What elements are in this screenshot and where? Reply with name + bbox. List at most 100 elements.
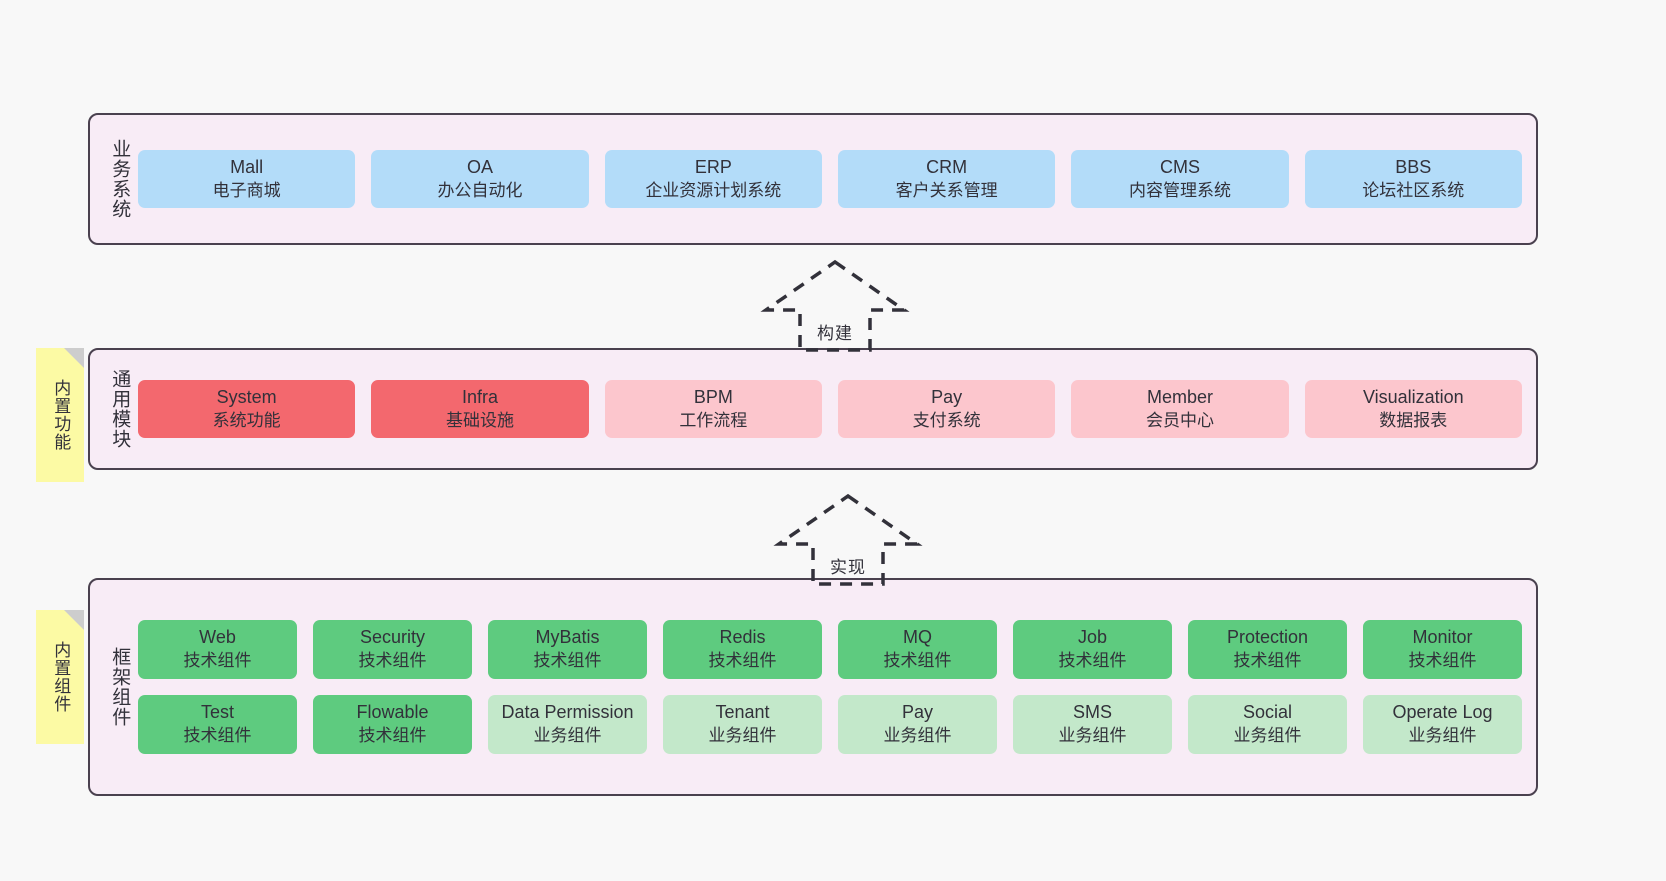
node-subtitle: 技术组件	[183, 725, 252, 745]
node-tenant[interactable]: Tenant 业务组件	[663, 695, 822, 754]
note-builtin-components: 内置组件	[36, 610, 84, 744]
layer-business-systems[interactable]: 业务系统 Mall 电子商城 OA 办公自动化 ERP 企业资源计划系统 CRM…	[88, 113, 1538, 245]
node-member[interactable]: Member 会员中心	[1071, 379, 1289, 439]
node-erp[interactable]: ERP 企业资源计划系统	[604, 149, 822, 209]
node-title: Flowable	[356, 702, 429, 722]
node-infra[interactable]: Infra 基础设施	[371, 379, 589, 439]
node-subtitle: 基础设施	[445, 410, 514, 430]
node-operate-log[interactable]: Operate Log 业务组件	[1363, 695, 1522, 754]
connector-implement: 实现	[773, 492, 923, 588]
node-title: Member	[1146, 386, 1213, 407]
node-data-permission[interactable]: Data Permission 业务组件	[488, 695, 647, 754]
node-oa[interactable]: OA 办公自动化	[371, 149, 589, 209]
node-subtitle: 业务组件	[883, 725, 952, 745]
layer-title-business-systems: 业务系统	[109, 139, 131, 219]
node-mall[interactable]: Mall 电子商城	[138, 149, 356, 209]
node-subtitle: 内容管理系统	[1128, 180, 1231, 200]
node-row: System 系统功能 Infra 基础设施 BPM 工作流程 Pay 支付系统…	[138, 379, 1522, 439]
node-bbs[interactable]: BBS 论坛社区系统	[1304, 149, 1522, 209]
node-row-tech: Web 技术组件 Security 技术组件 MyBatis 技术组件 Redi…	[138, 620, 1522, 679]
node-pay-component[interactable]: Pay 业务组件	[838, 695, 997, 754]
open-arrow-up-icon	[773, 493, 923, 586]
note-fold-icon	[64, 348, 84, 368]
node-social[interactable]: Social 业务组件	[1188, 695, 1347, 754]
node-title: System	[216, 386, 277, 407]
connector-label: 实现	[830, 558, 866, 577]
note-builtin-features: 内置功能	[36, 348, 84, 482]
node-subtitle: 数据报表	[1379, 410, 1448, 430]
node-subtitle: 电子商城	[212, 180, 281, 200]
node-subtitle: 办公自动化	[437, 180, 523, 200]
node-title: CMS	[1159, 156, 1200, 177]
layer-title-common-modules: 通用模块	[109, 369, 131, 449]
node-pay-module[interactable]: Pay 支付系统	[837, 379, 1056, 439]
node-subtitle: 技术组件	[883, 651, 952, 671]
open-arrow-up-icon	[760, 259, 910, 352]
node-title: Pay	[901, 702, 934, 722]
node-mybatis[interactable]: MyBatis 技术组件	[488, 620, 647, 679]
node-mq[interactable]: MQ 技术组件	[838, 620, 997, 679]
node-subtitle: 企业资源计划系统	[645, 180, 782, 200]
node-subtitle: 工作流程	[679, 410, 748, 430]
node-security[interactable]: Security 技术组件	[313, 620, 472, 679]
layer-framework-components[interactable]: 框架组件 Web 技术组件 Security 技术组件 MyBatis 技术组件…	[88, 578, 1538, 796]
node-subtitle: 技术组件	[1233, 651, 1302, 671]
node-visualization[interactable]: Visualization 数据报表	[1304, 379, 1522, 439]
note-fold-icon	[64, 610, 84, 630]
node-title: Pay	[931, 386, 963, 407]
node-title: Mall	[230, 156, 264, 177]
node-cms[interactable]: CMS 内容管理系统	[1071, 149, 1289, 209]
node-flowable[interactable]: Flowable 技术组件	[313, 695, 472, 754]
layer-common-modules[interactable]: 通用模块 System 系统功能 Infra 基础设施 BPM 工作流程 Pay…	[88, 348, 1538, 470]
node-title: MyBatis	[535, 627, 600, 648]
node-monitor[interactable]: Monitor 技术组件	[1363, 620, 1522, 679]
node-title: BPM	[693, 386, 733, 407]
layer-body-common-modules: System 系统功能 Infra 基础设施 BPM 工作流程 Pay 支付系统…	[136, 358, 1524, 460]
node-title: BBS	[1395, 156, 1432, 177]
node-system[interactable]: System 系统功能	[138, 379, 356, 439]
connector-build: 构建	[760, 258, 910, 354]
node-bpm[interactable]: BPM 工作流程	[604, 379, 822, 439]
node-subtitle: 客户关系管理	[895, 180, 998, 200]
node-subtitle: 业务组件	[708, 725, 777, 745]
node-title: Security	[359, 627, 426, 648]
node-web[interactable]: Web 技术组件	[138, 620, 297, 679]
node-subtitle: 技术组件	[183, 651, 252, 671]
note-label: 内置功能	[51, 379, 71, 451]
node-title: Data Permission	[501, 702, 634, 722]
node-title: Redis	[719, 627, 766, 648]
node-title: Social	[1242, 702, 1293, 722]
node-subtitle: 技术组件	[533, 651, 602, 671]
node-protection[interactable]: Protection 技术组件	[1188, 620, 1347, 679]
node-subtitle: 业务组件	[1058, 725, 1127, 745]
note-label: 内置组件	[51, 641, 71, 713]
node-subtitle: 技术组件	[708, 651, 777, 671]
node-title: Visualization	[1362, 386, 1464, 407]
node-title: Operate Log	[1392, 702, 1493, 722]
node-subtitle: 技术组件	[358, 651, 427, 671]
node-subtitle: 业务组件	[1233, 725, 1302, 745]
node-title: SMS	[1072, 702, 1112, 722]
node-sms[interactable]: SMS 业务组件	[1013, 695, 1172, 754]
node-subtitle: 论坛社区系统	[1362, 180, 1465, 200]
node-job[interactable]: Job 技术组件	[1013, 620, 1172, 679]
node-title: MQ	[903, 627, 932, 648]
node-subtitle: 业务组件	[1408, 725, 1477, 745]
node-crm[interactable]: CRM 客户关系管理	[837, 149, 1056, 209]
node-test[interactable]: Test 技术组件	[138, 695, 297, 754]
node-subtitle: 技术组件	[1408, 651, 1477, 671]
node-redis[interactable]: Redis 技术组件	[663, 620, 822, 679]
node-title: ERP	[694, 156, 732, 177]
node-title: Web	[199, 627, 236, 648]
layer-title-framework-components: 框架组件	[109, 647, 131, 727]
node-row: Mall 电子商城 OA 办公自动化 ERP 企业资源计划系统 CRM 客户关系…	[138, 149, 1522, 209]
node-subtitle: 技术组件	[1058, 651, 1127, 671]
node-subtitle: 会员中心	[1145, 410, 1214, 430]
connector-label: 构建	[817, 324, 853, 343]
node-title: Protection	[1226, 627, 1309, 648]
node-title: CRM	[926, 156, 968, 177]
node-title: Tenant	[715, 702, 770, 722]
layer-body-framework-components: Web 技术组件 Security 技术组件 MyBatis 技术组件 Redi…	[136, 588, 1524, 786]
node-subtitle: 系统功能	[212, 410, 281, 430]
